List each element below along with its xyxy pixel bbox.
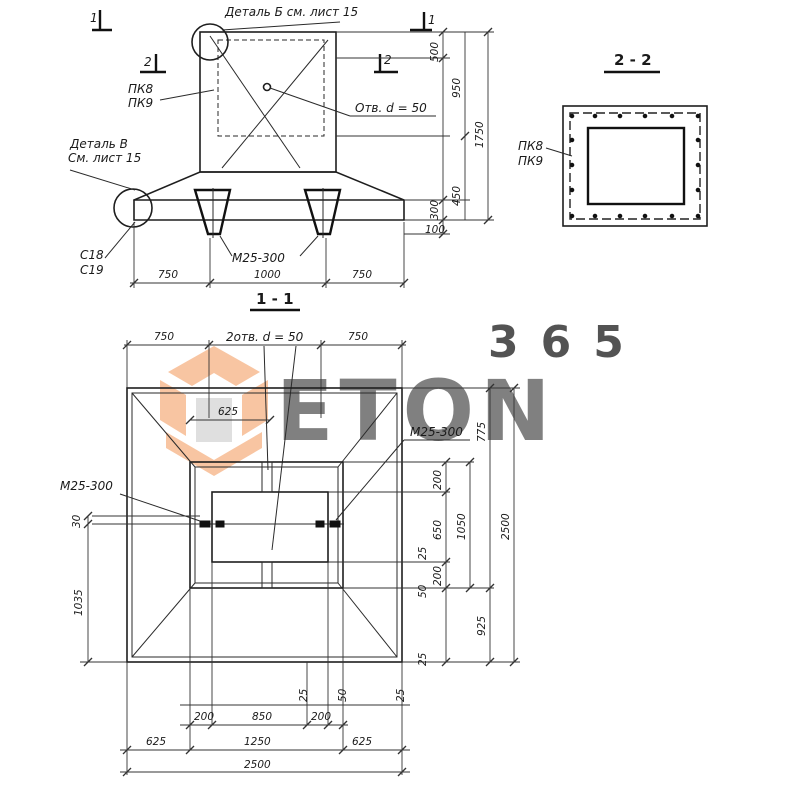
detail-b-circle — [191, 23, 229, 61]
dim-b-25-left: 25 — [298, 688, 310, 702]
dim-b-1250: 1250 — [244, 736, 271, 748]
dim-b-200-right: 200 — [311, 711, 331, 723]
callout-detail-v-1: Деталь В — [69, 137, 128, 151]
watermark: 365 ETON — [160, 317, 646, 476]
dim-750-right: 750 — [352, 269, 372, 281]
callout-anchor-plan-right: М25-300 — [410, 425, 463, 439]
callout-pk-section-2: ПК9 — [518, 154, 543, 168]
elevation-dim-horizontal: 750 1000 750 — [129, 222, 409, 288]
watermark-logo-icon — [160, 346, 268, 476]
callout-pk-top-2: ПК9 — [128, 96, 153, 110]
cut-mark-2-right: 2 — [374, 53, 398, 74]
dim-top-750-right: 750 — [348, 331, 368, 343]
dim-1035: 1035 — [73, 589, 85, 616]
dim-650: 650 — [432, 520, 444, 540]
callout-pk-top-1: ПК8 — [128, 82, 154, 96]
dim-200-mid: 200 — [432, 566, 444, 586]
plan-dim-right: 775 200 650 1050 25 200 50 925 25 2500 — [328, 383, 520, 667]
plan-anchors: М25-300 М25-300 — [60, 425, 470, 528]
callout-detail-v-2: См. лист 15 — [68, 151, 141, 165]
section-2-2-inner — [586, 126, 686, 206]
cut-mark-2-left: 2 — [140, 54, 166, 74]
callout-hole: Отв. d = 50 — [355, 101, 427, 115]
dim-500: 500 — [429, 42, 441, 62]
dim-b-50: 50 — [337, 688, 349, 702]
column-inner-dashed — [217, 39, 325, 137]
dim-925: 925 — [476, 616, 488, 636]
callout-anchor-elevation: М25-300 — [232, 251, 285, 265]
dim-100: 100 — [425, 224, 445, 236]
dim-450: 450 — [451, 186, 463, 206]
cut-mark-1-left: 1 — [90, 10, 112, 32]
section-2-2-title: 2 - 2 — [614, 51, 652, 69]
dim-200-top: 200 — [432, 470, 444, 490]
plan-hole-slot-top — [261, 461, 273, 493]
section-2-2-rebar-dots — [569, 113, 701, 219]
cut-mark-1-left-label: 1 — [90, 11, 98, 25]
dim-2500-right: 2500 — [500, 513, 512, 540]
plan-hole-slot-bottom — [261, 561, 273, 589]
plan-footing-inner — [131, 392, 398, 658]
plan-dim-bottom: 25 50 25 200 850 200 625 1250 625 2500 — [120, 562, 410, 777]
dim-300: 300 — [429, 200, 441, 220]
footing-outline — [133, 171, 405, 221]
anchor-pocket-left — [193, 188, 232, 236]
plan-1-1: 1 - 1 750 750 2отв. d = 50 — [60, 290, 520, 777]
cut-mark-1-right-label: 1 — [428, 13, 436, 27]
plan-dim-625: 625 — [185, 406, 275, 425]
dim-750-left: 750 — [158, 269, 178, 281]
callout-detail-b: Деталь Б см. лист 15 — [224, 5, 358, 19]
dim-1000: 1000 — [254, 269, 281, 281]
dim-b-200-left: 200 — [194, 711, 214, 723]
anchor-pocket-right — [303, 188, 342, 236]
section-2-2-outer — [562, 105, 708, 227]
plan-opening — [211, 491, 329, 563]
elevation-dim-vertical: 500 950 1750 450 300 100 — [336, 27, 494, 239]
dim-1050: 1050 — [456, 513, 468, 540]
dim-625-inner: 625 — [218, 406, 238, 418]
elevation-view: 1 1 2 2 — [68, 5, 494, 288]
dim-25-mid: 25 — [417, 546, 429, 560]
callout-pk-section-1: ПК8 — [518, 139, 544, 153]
dim-b-850: 850 — [252, 711, 272, 723]
section-2-2: 2 - 2 ПК8 ПК9 — [518, 51, 708, 227]
plan-dim-left: 30 1035 — [71, 511, 200, 667]
column-outline — [199, 31, 337, 173]
hole-mark — [262, 82, 272, 92]
dim-25-low: 25 — [417, 652, 429, 666]
watermark-number: 365 — [488, 317, 646, 368]
cut-mark-2-right-label: 2 — [384, 53, 392, 67]
callout-anchor-plan-left: М25-300 — [60, 479, 113, 493]
dim-b-625-right: 625 — [352, 736, 372, 748]
callout-c-2: С19 — [80, 263, 104, 277]
dim-775: 775 — [476, 422, 488, 442]
dim-top-750-left: 750 — [154, 331, 174, 343]
plan-dim-top: 750 750 2отв. d = 50 — [122, 330, 407, 551]
cut-mark-2-left-label: 2 — [144, 55, 152, 69]
section-1-1-title: 1 - 1 — [256, 290, 294, 308]
cut-mark-1-right: 1 — [410, 12, 436, 32]
dim-950: 950 — [451, 78, 463, 98]
callout-holes-plan: 2отв. d = 50 — [226, 330, 304, 344]
dim-30: 30 — [71, 514, 83, 528]
plan-footing-outer — [126, 387, 403, 663]
callout-c-1: С18 — [80, 248, 104, 262]
dim-50: 50 — [417, 584, 429, 598]
detail-v-circle — [113, 188, 153, 228]
dim-b-625-left: 625 — [146, 736, 166, 748]
dim-1750: 1750 — [474, 121, 486, 148]
dim-b-2500: 2500 — [244, 759, 271, 771]
watermark-word: ETON — [276, 362, 556, 460]
dim-b-25-right: 25 — [395, 688, 407, 702]
